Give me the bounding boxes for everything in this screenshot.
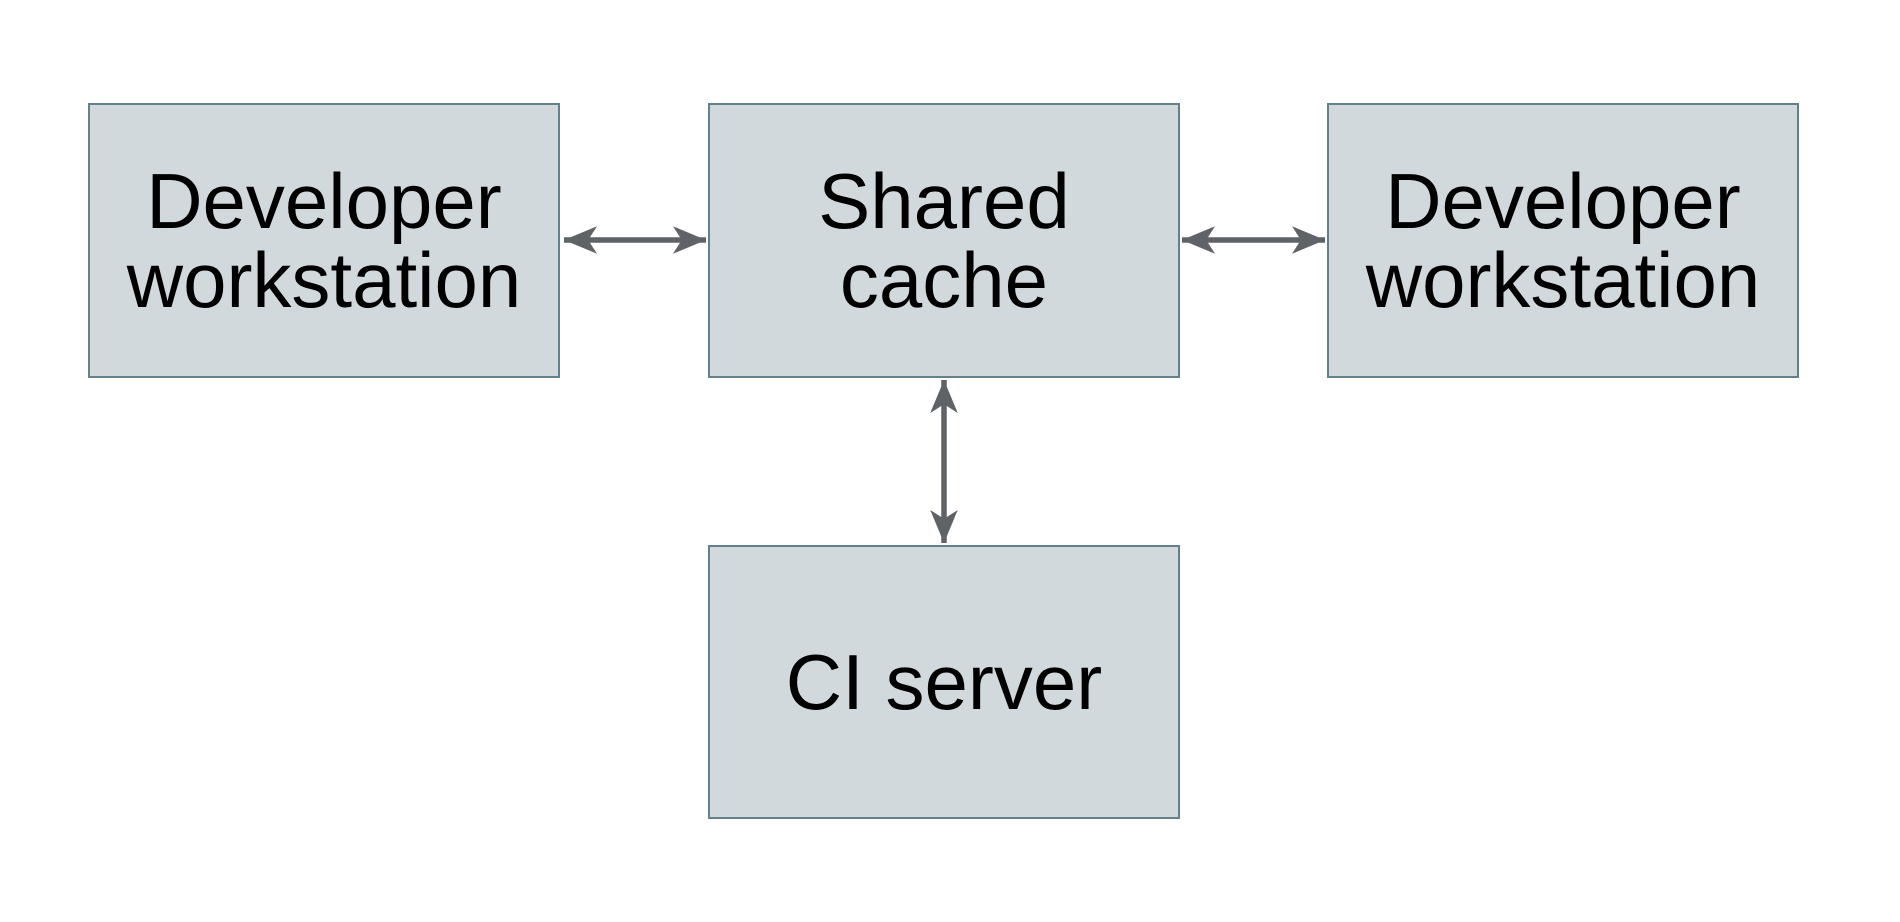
node-shared-cache: Shared cache [708,103,1180,378]
node-developer-workstation-left: Developer workstation [88,103,560,378]
node-developer-workstation-right: Developer workstation [1327,103,1799,378]
node-ci-server: CI server [708,545,1180,819]
node-label: Developer workstation [1365,156,1761,324]
node-label: Developer workstation [126,156,522,324]
node-label: CI server [785,637,1103,726]
node-label: Shared cache [818,156,1070,324]
